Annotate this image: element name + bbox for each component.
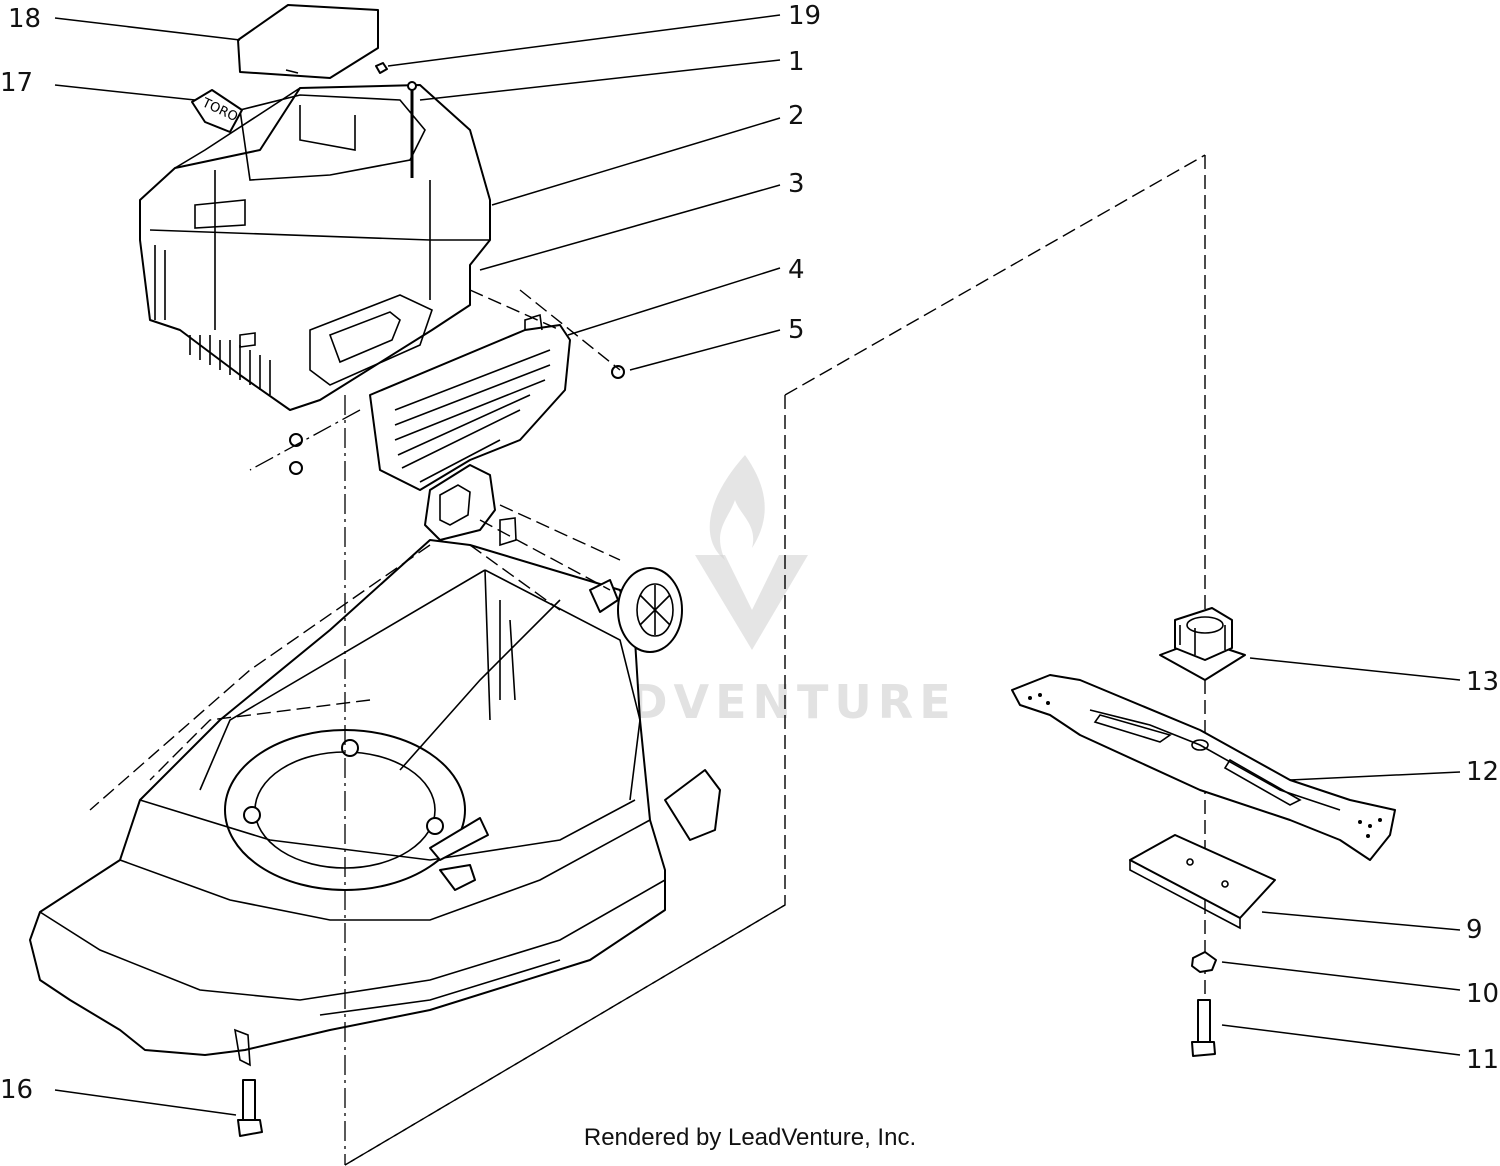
callout-3: 3	[788, 169, 805, 199]
decal-18-tab	[285, 69, 299, 74]
callout-10: 10	[1466, 979, 1499, 1009]
decal-17: TORO	[191, 89, 243, 133]
callout-2: 2	[788, 101, 805, 131]
callout-17: 17	[0, 68, 33, 98]
callout-1: 1	[788, 47, 805, 77]
engine	[139, 84, 491, 411]
callout-16: 16	[0, 1075, 33, 1105]
screw-5	[611, 365, 625, 379]
bolt-16	[237, 1079, 263, 1137]
decal-18	[237, 4, 379, 79]
leader-lines	[54, 14, 1461, 1116]
callout-9: 9	[1466, 915, 1483, 945]
watermark-flame-icon	[709, 455, 765, 560]
watermark-v-icon	[695, 555, 808, 650]
blade-adapter	[1159, 607, 1246, 681]
callout-12: 12	[1466, 757, 1499, 787]
grass-deflector	[369, 313, 571, 491]
callout-18: 18	[8, 4, 41, 34]
nut-19	[375, 62, 388, 74]
mulching-blade	[1011, 674, 1396, 861]
footer-credit: Rendered by LeadVenture, Inc.	[583, 1124, 917, 1151]
callout-13: 13	[1466, 667, 1499, 697]
explode-line	[344, 904, 786, 1166]
callouts: 18 17 19 1 2 3 4 5 13 12 9 10 11 16	[0, 1, 1499, 1105]
callout-5: 5	[788, 315, 805, 345]
mower-deck	[29, 464, 721, 1067]
callout-19: 19	[788, 1, 821, 31]
washer-10	[1191, 951, 1217, 973]
screw-5c	[289, 461, 303, 475]
blade-bolt-11	[1191, 999, 1216, 1057]
blade-spacer	[1129, 834, 1276, 930]
callout-11: 11	[1466, 1045, 1499, 1075]
callout-4: 4	[788, 255, 805, 285]
dipstick	[407, 81, 417, 178]
